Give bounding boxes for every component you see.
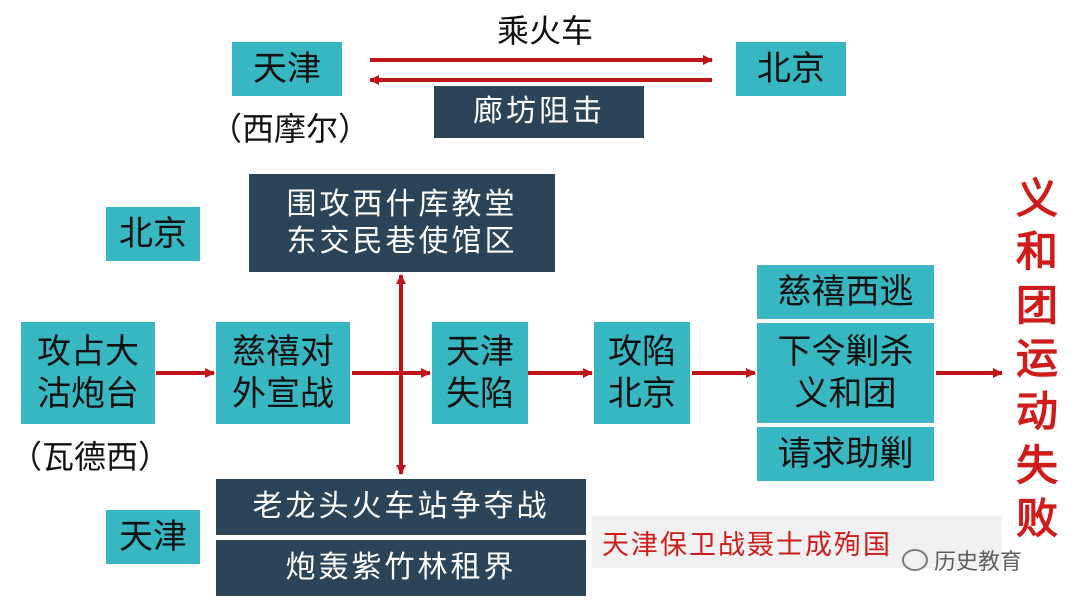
zizhulin-concession-box: 炮轰紫竹林租界 xyxy=(216,540,586,596)
tianjin-side-label: 天津 xyxy=(106,510,200,564)
beijing-siege-box: 围攻西什库教堂 东交民巷使馆区 xyxy=(249,174,555,272)
result-char: 运 xyxy=(1015,333,1058,383)
nie-shicheng-note: 天津保卫战聂士成殉国 xyxy=(592,516,1002,568)
result-char: 义 xyxy=(1015,174,1058,223)
dagu-line1: 攻占大 xyxy=(37,331,139,372)
result-char: 和 xyxy=(1015,227,1058,277)
cixi-declare-war-box: 慈禧对 外宣战 xyxy=(216,322,350,424)
cixi-war-line1: 慈禧对 xyxy=(232,331,334,372)
tianjin-start-box: 天津 xyxy=(232,42,342,96)
order-line1: 下令剿杀 xyxy=(777,331,914,372)
dagu-forts-box: 攻占大 沽炮台 xyxy=(21,322,155,424)
beijing-top-box: 北京 xyxy=(736,42,846,96)
siege-church: 围攻西什库教堂 xyxy=(286,186,518,222)
tianjin-fall-line2: 失陷 xyxy=(446,374,514,414)
request-help-box: 请求助剿 xyxy=(757,427,934,481)
result-char: 失 xyxy=(1015,440,1058,490)
laolongtou-station-box: 老龙头火车站争夺战 xyxy=(216,479,586,535)
tianjin-fall-box: 天津 失陷 xyxy=(432,322,528,424)
cixi-war-line2: 外宣战 xyxy=(232,374,334,414)
result-char: 动 xyxy=(1015,387,1058,437)
result-char: 败 xyxy=(1015,493,1058,543)
tianjin-fall-line1: 天津 xyxy=(446,331,514,372)
beijing-fall-box: 攻陷 北京 xyxy=(594,322,690,424)
train-label: 乘火车 xyxy=(496,12,593,50)
suppress-order-box: 下令剿杀 义和团 xyxy=(757,323,934,423)
siege-legation: 东交民巷使馆区 xyxy=(286,224,518,259)
beijing-side-label: 北京 xyxy=(106,207,200,261)
waldersee-label: （瓦德西） xyxy=(9,438,170,476)
wechat-icon xyxy=(902,549,928,571)
beijing-fall-line2: 北京 xyxy=(608,374,676,414)
watermark: 历史教育 xyxy=(902,542,1052,578)
langfang-box: 廊坊阻击 xyxy=(434,86,644,138)
seymour-label: （西摩尔） xyxy=(209,110,370,148)
watermark-text: 历史教育 xyxy=(934,550,1023,575)
cixi-flee-box: 慈禧西逃 xyxy=(757,265,934,319)
dagu-line2: 沽炮台 xyxy=(37,374,139,414)
movement-failed-text: 义 和 团 运 动 失 败 xyxy=(1007,178,1067,540)
result-char: 团 xyxy=(1015,280,1058,330)
beijing-fall-line1: 攻陷 xyxy=(608,331,676,372)
order-line2: 义和团 xyxy=(794,374,897,414)
